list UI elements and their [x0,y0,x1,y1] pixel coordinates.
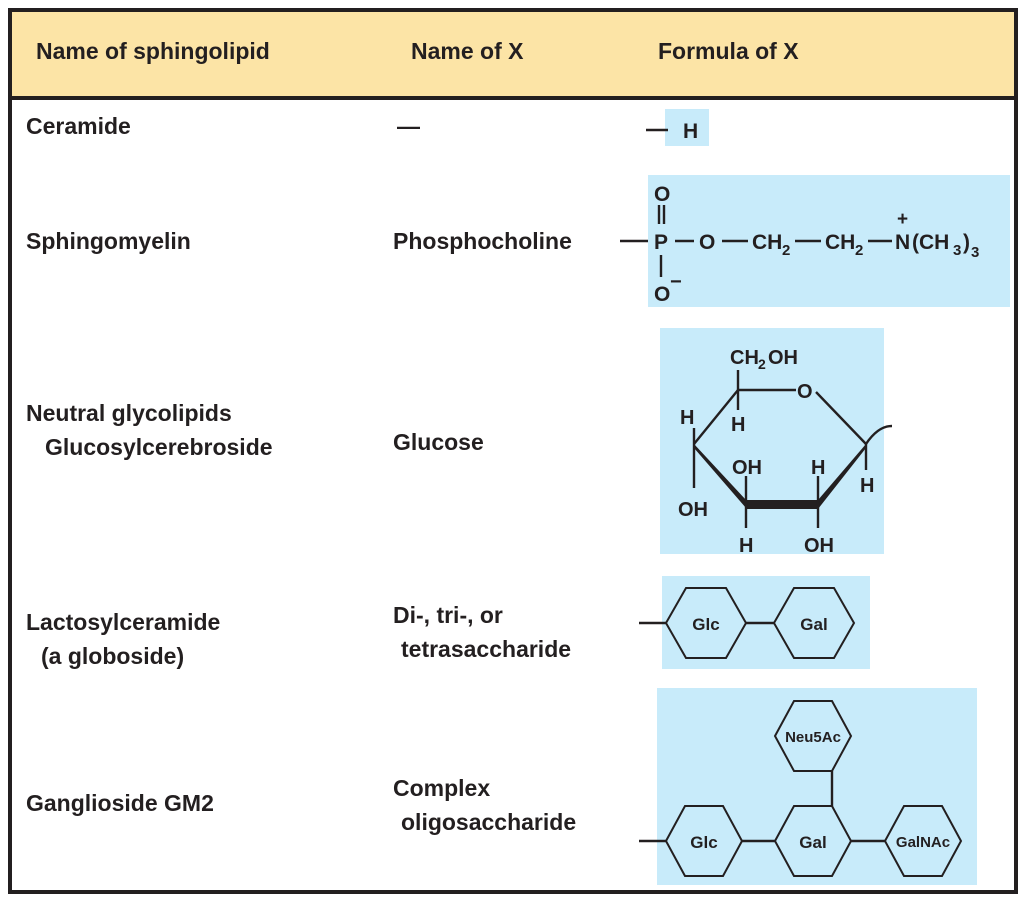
formula-phosphocholine-box [648,175,1010,307]
h-atom-c4: H [680,407,694,429]
header-sphingolipid: Name of sphingolipid [36,38,270,64]
h-atom-c2: H [811,457,825,479]
oxygen-top: O [654,183,670,206]
gal-hexagon [772,587,856,659]
row-ceramide-name: Ceramide [26,113,131,139]
h-atom-c1: H [860,475,874,497]
galnac-hexagon [883,805,963,877]
formula-disaccharide: Glc Gal [639,587,856,659]
oh-c4: OH [678,499,708,521]
formula-phosphocholine: P O O − O CH 2 CH 2 N + (CH 3 ) 3 [620,183,979,306]
h-atom-c3: H [739,535,753,556]
h-atom-c5: H [731,414,745,436]
trimethyl-group: (CH [912,231,949,254]
oxygen-bottom: O [654,283,670,306]
neu5ac-hexagon [773,700,853,772]
table-header: Name of sphingolipid Name of X Formula o… [12,12,1014,100]
ch2oh-ch: CH [730,347,759,369]
galnac-label: GalNAc [896,834,950,851]
plus-charge: + [897,209,908,230]
nitrogen-atom: N [895,231,910,254]
hydrogen-atom: H [683,120,698,143]
gal-label: Gal [799,833,826,852]
formula-hydrogen: H [646,120,698,143]
trimethyl-subscript: 3 [953,242,961,259]
neu5ac-label: Neu5Ac [785,729,841,746]
methylene-1-subscript: 2 [782,242,790,259]
row-ganglioside-name: Ganglioside GM2 [26,790,214,816]
row-ceramide-x-name: — [397,113,420,139]
methylene-1: CH [752,231,782,254]
row-ganglioside-x-name-1: Complex [393,775,491,801]
row-lactosylceramide-name-2: (a globoside) [41,643,185,669]
row-ganglioside-x-name-2: oligosaccharide [401,809,577,835]
row-lactosylceramide-x-name-2: tetrasaccharide [401,636,572,662]
methylene-2-subscript: 2 [855,242,863,259]
oh-c2: OH [804,535,834,556]
row-glycolipid-name-1: Neutral glycolipids [26,400,232,426]
row-lactosylceramide-x-name-1: Di-, tri-, or [393,602,503,628]
formula-oligosaccharide-box [657,688,977,885]
phosphorus-atom: P [654,231,668,254]
minus-charge: − [670,271,682,293]
formula-glucose: CH 2 OH O H H OH OH H H OH H [678,347,893,556]
oh-c3: OH [732,457,762,479]
gal-label: Gal [800,615,827,634]
row-glycolipid-x-name: Glucose [393,429,484,455]
ch2oh-subscript: 2 [758,356,766,372]
ring-oxygen: O [797,381,813,403]
methylene-2: CH [825,231,855,254]
trimethyl-close: ) [963,231,970,254]
oxygen-link: O [699,231,715,254]
glc-label: Glc [690,833,717,852]
ring-bond [693,389,739,445]
row-sphingomyelin-x-name: Phosphocholine [393,228,572,254]
formula-hydrogen-box [665,109,709,146]
sphingolipid-table: Name of sphingolipid Name of X Formula o… [8,8,1018,894]
ch2oh-oh: OH [768,347,798,369]
trimethyl-count: 3 [971,244,979,261]
header-x-formula: Formula of X [658,38,799,64]
ring-bond [815,391,867,445]
ring-wedge-right [818,444,866,509]
row-lactosylceramide-name-1: Lactosylceramide [26,609,221,635]
glycosidic-link [865,424,893,445]
row-glycolipid-name-2: Glucosylcerebroside [45,434,273,460]
header-x-name: Name of X [411,38,524,64]
ring-wedge-front [746,500,818,509]
row-sphingomyelin-name: Sphingomyelin [26,228,191,254]
formula-oligosaccharide: Neu5Ac Glc Gal GalNAc [639,700,963,877]
glc-label: Glc [692,615,719,634]
ring-wedge-left [694,444,746,508]
